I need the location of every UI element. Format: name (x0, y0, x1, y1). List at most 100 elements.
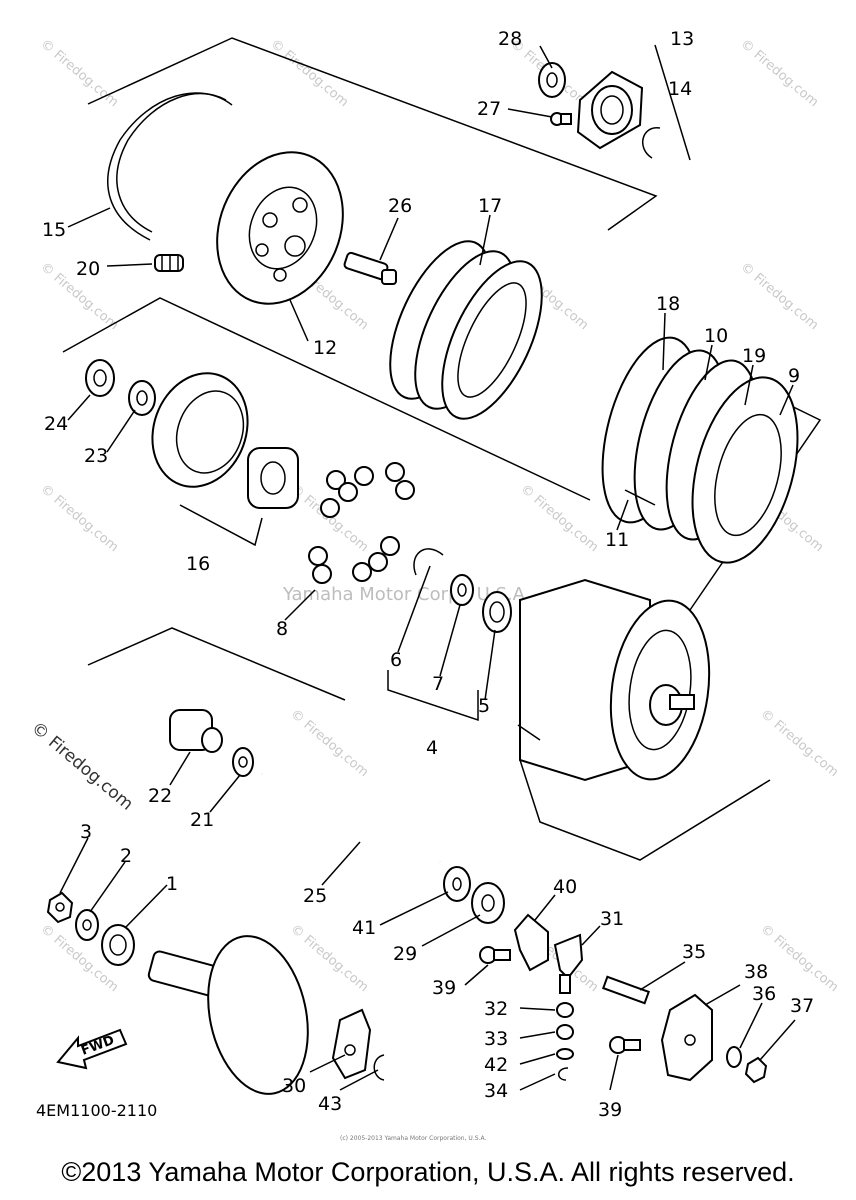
callout-labels: 28 13 14 27 26 17 15 20 12 18 10 19 9 24… (42, 28, 814, 1121)
push-lever-part (513, 913, 549, 972)
collar-part (169, 709, 223, 753)
callout-34: 34 (484, 1080, 508, 1102)
callout-31: 31 (600, 908, 624, 930)
callout-29: 29 (393, 943, 417, 965)
assembly-outlines (62, 37, 822, 861)
crankshaft-part (147, 935, 309, 1095)
forward-arrow-icon: FWD (56, 1028, 128, 1070)
callout-13: 13 (670, 28, 694, 50)
washer-part (726, 1046, 742, 1068)
small-copyright: (c) 2005-2013 Yamaha Motor Corporation, … (340, 1135, 486, 1142)
washer-part (443, 866, 471, 902)
callout-35: 35 (682, 941, 706, 963)
callout-8: 8 (276, 618, 288, 640)
pressure-plate-part (216, 151, 344, 305)
watermark: © Firedog.com (737, 37, 821, 111)
callout-42: 42 (484, 1054, 508, 1076)
callout-23: 23 (84, 445, 108, 467)
watermark: © Firedog.com (37, 37, 121, 111)
washer-part (75, 909, 99, 941)
callout-18: 18 (656, 293, 680, 315)
clutch-housing-part (519, 578, 711, 782)
callout-11: 11 (605, 529, 629, 551)
circlip-part (107, 92, 233, 241)
circlip-part (413, 548, 444, 576)
callout-14: 14 (668, 78, 692, 100)
callout-28: 28 (498, 28, 522, 50)
bushing-part (556, 1024, 574, 1040)
callout-39b: 39 (598, 1099, 622, 1121)
callout-4: 4 (426, 737, 438, 759)
callout-6: 6 (390, 649, 402, 671)
washer-part (232, 747, 254, 777)
clip-part (642, 127, 661, 159)
bearing-part (538, 62, 566, 98)
callout-43: 43 (318, 1093, 342, 1115)
bolt-part (550, 112, 572, 126)
watermark: © Firedog.com (517, 482, 601, 556)
circlip-part (373, 1054, 385, 1081)
push-rod-shaft-part (260, 771, 442, 865)
callout-39a: 39 (432, 977, 456, 999)
bearing-part (471, 882, 505, 924)
watermark: © Firedog.com (287, 482, 371, 556)
collar-part (556, 1002, 574, 1018)
lever-plate-part (331, 1008, 372, 1080)
callout-33: 33 (484, 1028, 508, 1050)
callout-5: 5 (478, 695, 490, 717)
nut-part (744, 1056, 768, 1084)
bolt-part (609, 1036, 641, 1054)
callout-17: 17 (478, 195, 502, 217)
bearing-holder-part (576, 70, 644, 150)
bracket-part (660, 993, 713, 1082)
callout-3: 3 (80, 821, 92, 843)
nut-part (46, 891, 74, 924)
clip-part (558, 1067, 569, 1081)
ball-bearings-part (308, 462, 415, 584)
callout-30: 30 (282, 1075, 306, 1097)
bolt-part (479, 946, 511, 964)
bearing-part (482, 591, 512, 633)
callout-2: 2 (120, 845, 132, 867)
callout-36: 36 (752, 983, 776, 1005)
thrust-washer-part (450, 574, 474, 606)
callout-37: 37 (790, 995, 814, 1017)
watermark: © Firedog.com (287, 707, 371, 781)
watermark: © Firedog.com (757, 707, 841, 781)
spring-part (154, 254, 184, 272)
callout-1: 1 (166, 873, 178, 895)
diagram-part-code: 4EM1100-2110 (36, 1101, 158, 1120)
callout-27: 27 (477, 98, 501, 120)
callout-12: 12 (313, 337, 337, 359)
callout-9: 9 (788, 365, 800, 387)
callout-41: 41 (352, 917, 376, 939)
copyright-notice: ©2013 Yamaha Motor Corporation, U.S.A. A… (61, 1157, 795, 1187)
washer-part (85, 359, 115, 397)
lock-washer-part (128, 380, 156, 416)
callout-38: 38 (744, 961, 768, 983)
callout-10: 10 (704, 325, 728, 347)
callout-19: 19 (742, 345, 766, 367)
callout-26: 26 (388, 195, 412, 217)
callout-15: 15 (42, 219, 66, 241)
callout-21: 21 (190, 809, 214, 831)
callout-22: 22 (148, 785, 172, 807)
watermark: © Firedog.com (737, 260, 821, 334)
watermark: © Firedog.com (37, 482, 121, 556)
primary-gear-part (151, 372, 299, 509)
lever-arm-part (553, 933, 584, 994)
friction-plates-part (389, 240, 543, 420)
watermark: © Firedog.com (267, 37, 351, 111)
callout-7: 7 (432, 673, 444, 695)
leader-lines (59, 45, 796, 1091)
callout-20: 20 (76, 258, 100, 280)
callout-24: 24 (44, 413, 68, 435)
clutch-plate-stack-part (601, 336, 799, 564)
callout-25: 25 (303, 885, 327, 907)
washer-part (556, 1048, 574, 1060)
callout-16: 16 (186, 553, 210, 575)
callout-32: 32 (484, 998, 508, 1020)
adjusting-bolt-part (601, 975, 651, 1005)
gear-part (101, 924, 135, 966)
